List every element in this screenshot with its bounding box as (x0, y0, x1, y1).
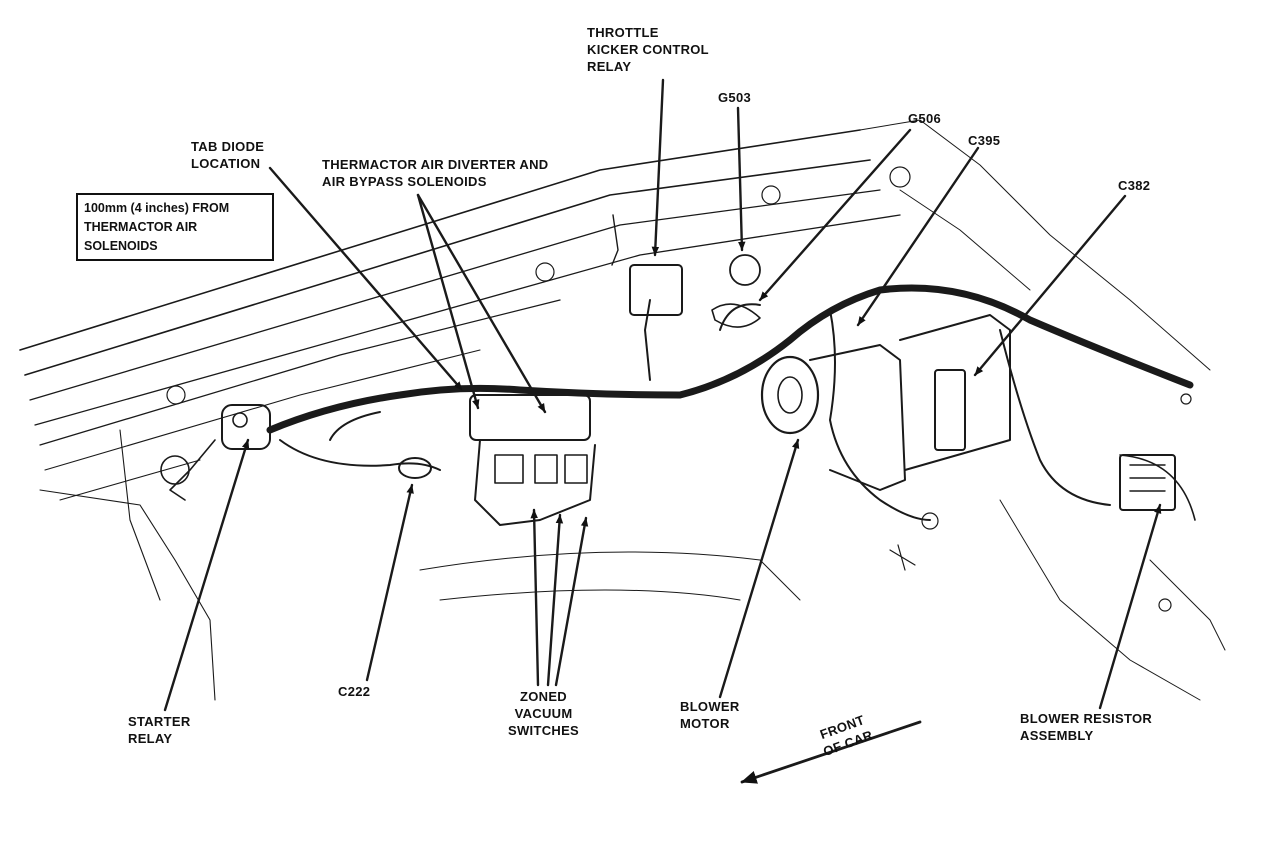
label-g506: G506 (908, 111, 942, 126)
label-c395: C395 (968, 133, 1001, 148)
label-thermactor-solenoids: THERMACTOR AIR DIVERTER AND AIR BYPASS S… (322, 157, 549, 189)
note-line: 100mm (4 inches) FROM (84, 201, 230, 215)
leader-lines (163, 78, 1162, 784)
label-zoned-vacuum-switches: ZONED VACUUM SWITCHES (508, 689, 580, 738)
note-line: SOLENOIDS (84, 239, 158, 253)
wiring-harness (266, 284, 1196, 521)
label-g503: G503 (718, 90, 752, 105)
label-starter-relay: STARTER RELAY (128, 714, 191, 746)
label-throttle-kicker: THROTTLE KICKER CONTROL RELAY (587, 25, 709, 74)
label-c382: C382 (1118, 178, 1151, 193)
blower-motor-part (760, 314, 1011, 491)
solenoid-block (398, 394, 596, 526)
kicker-relay-part (611, 214, 761, 328)
label-blower-resistor: BLOWER RESISTOR ASSEMBLY (1020, 711, 1153, 743)
note-line: THERMACTOR AIR (84, 220, 198, 234)
label-tab-diode: TAB DIODE LOCATION (191, 139, 265, 171)
resistor-part (934, 369, 1176, 511)
starter-relay-part (160, 404, 271, 501)
fender-panel (19, 119, 1226, 701)
distance-note-box: 100mm (4 inches) FROM THERMACTOR AIR SOL… (76, 193, 274, 261)
label-blower-motor: BLOWER MOTOR (680, 699, 740, 731)
label-c222: C222 (338, 684, 371, 699)
